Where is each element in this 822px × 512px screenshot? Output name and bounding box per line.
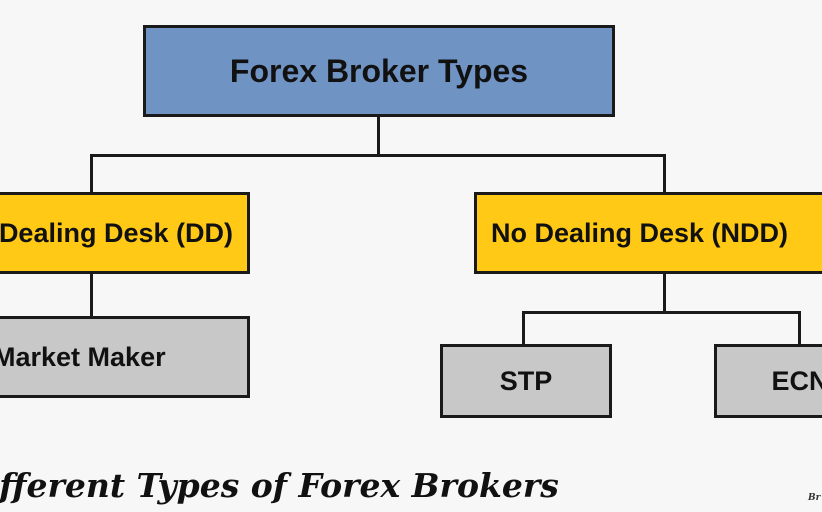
connector-dd-to-market-maker: [90, 272, 93, 318]
diagram-caption: Different Types of Forex Brokers: [0, 466, 559, 505]
node-stp: STP: [440, 344, 612, 418]
node-label: STP: [499, 365, 553, 396]
connector-to-dealing-desk: [90, 154, 93, 194]
watermark-text: Br: [808, 493, 821, 503]
node-market-maker: Market Maker: [0, 316, 250, 398]
connector-to-ecn: [798, 311, 801, 346]
connector-ndd-down: [663, 272, 666, 314]
node-label: Market Maker: [0, 341, 166, 372]
node-label: No Dealing Desk (NDD): [491, 217, 789, 248]
connector-to-no-dealing-desk: [663, 154, 666, 194]
connector-ndd-children-bar: [522, 311, 801, 314]
node-label: Dealing Desk (DD): [0, 217, 233, 248]
node-no-dealing-desk: No Dealing Desk (NDD): [474, 192, 822, 274]
node-label: Forex Broker Types: [229, 52, 529, 89]
node-forex-broker-types: Forex Broker Types: [143, 25, 615, 117]
connector-root-down: [377, 114, 380, 157]
connector-level2-bar: [90, 154, 666, 157]
connector-to-stp: [522, 311, 525, 346]
node-label: ECN: [771, 365, 822, 396]
node-ecn: ECN: [714, 344, 822, 418]
node-dealing-desk: Dealing Desk (DD): [0, 192, 250, 274]
